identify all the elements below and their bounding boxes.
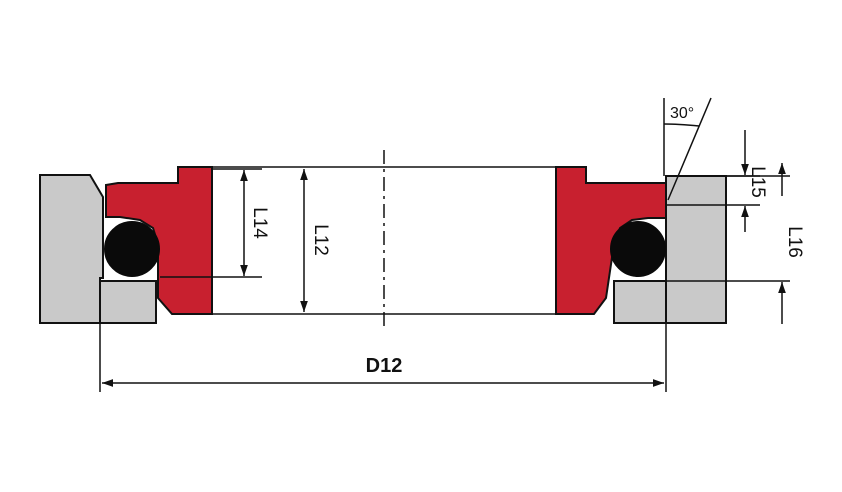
l16-label: L16 xyxy=(784,226,805,258)
left-housing-upper xyxy=(39,174,104,324)
right-housing-upper xyxy=(665,175,727,324)
right-o-ring xyxy=(610,221,666,277)
l15-label: L15 xyxy=(747,166,768,198)
angle-arc xyxy=(663,123,700,127)
l12-label: L12 xyxy=(310,224,331,256)
right-seal-ring xyxy=(555,166,667,315)
angle-chamfer-line xyxy=(667,97,712,201)
right-housing-lower xyxy=(613,280,667,324)
l14-label: L14 xyxy=(249,207,270,239)
d12-label: D12 xyxy=(366,355,403,377)
angle-label: 30° xyxy=(670,105,694,122)
left-o-ring xyxy=(104,221,160,277)
left-housing-lower xyxy=(99,280,157,324)
